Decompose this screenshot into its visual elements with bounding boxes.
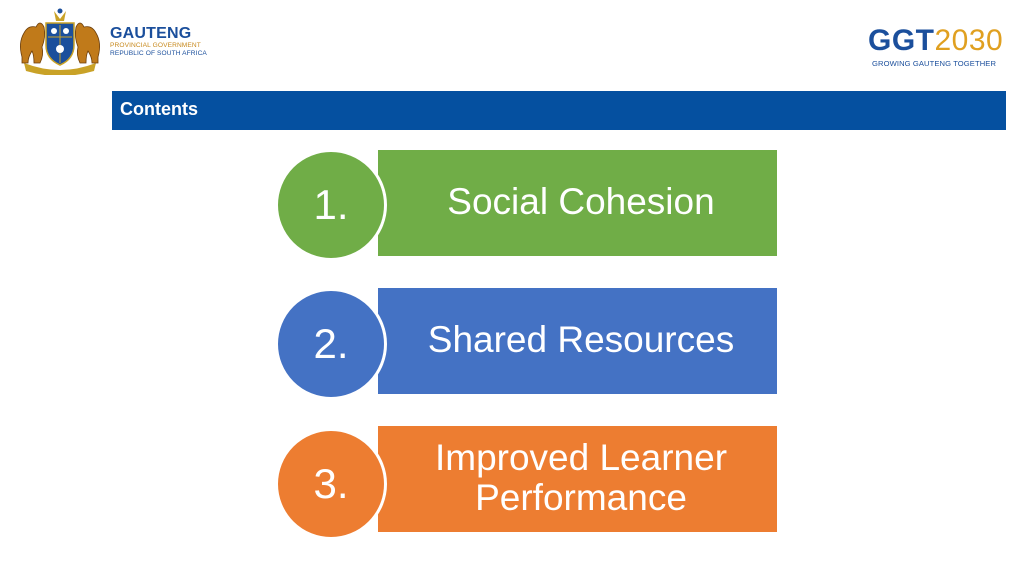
item-label: Social Cohesion [447, 181, 715, 222]
item-label: Improved Learner Performance [399, 438, 763, 518]
contents-item-2: 2. Shared Resources [275, 288, 777, 400]
item-number-circle: 1. [275, 149, 387, 261]
title-bar: Contents [112, 91, 1006, 130]
item-band [378, 150, 777, 256]
item-label-line-1: Improved Learner [434, 437, 728, 478]
item-label: Shared Resources [427, 319, 735, 360]
coat-of-arms-icon [20, 8, 100, 75]
item-band [378, 288, 777, 394]
gauteng-name: GAUTENG [110, 24, 192, 42]
item-number-circle: 3. [275, 428, 387, 540]
ggt-year: 2030 [934, 24, 1004, 57]
item-number-circle: 2. [275, 288, 387, 400]
page-title: Contents [120, 99, 198, 119]
item-number: 2. [313, 320, 349, 367]
item-number: 1. [313, 181, 349, 228]
ggt-tagline: GROWING GAUTENG TOGETHER [872, 59, 997, 68]
ggt2030-wordmark: GGT2030 [868, 26, 1008, 56]
item-number: 3. [313, 460, 349, 507]
gauteng-logo: GAUTENG PROVINCIAL GOVERNMENT REPUBLIC O… [14, 6, 214, 76]
gauteng-subtitle-2: REPUBLIC OF SOUTH AFRICA [110, 49, 207, 57]
contents-item-1: 1. Social Cohesion [275, 149, 777, 262]
item-label-line-2: Performance [475, 477, 687, 518]
gauteng-subtitle-1: PROVINCIAL GOVERNMENT [110, 41, 201, 49]
ggt2030-logo: GGT2030 GROWING GAUTENG TOGETHER [868, 26, 1008, 70]
contents-item-3: 3. Improved Learner Performance [275, 426, 777, 540]
ggt-text: GGT [868, 24, 935, 57]
gauteng-wordmark: GAUTENG PROVINCIAL GOVERNMENT REPUBLIC O… [110, 25, 207, 58]
item-band [378, 426, 777, 532]
